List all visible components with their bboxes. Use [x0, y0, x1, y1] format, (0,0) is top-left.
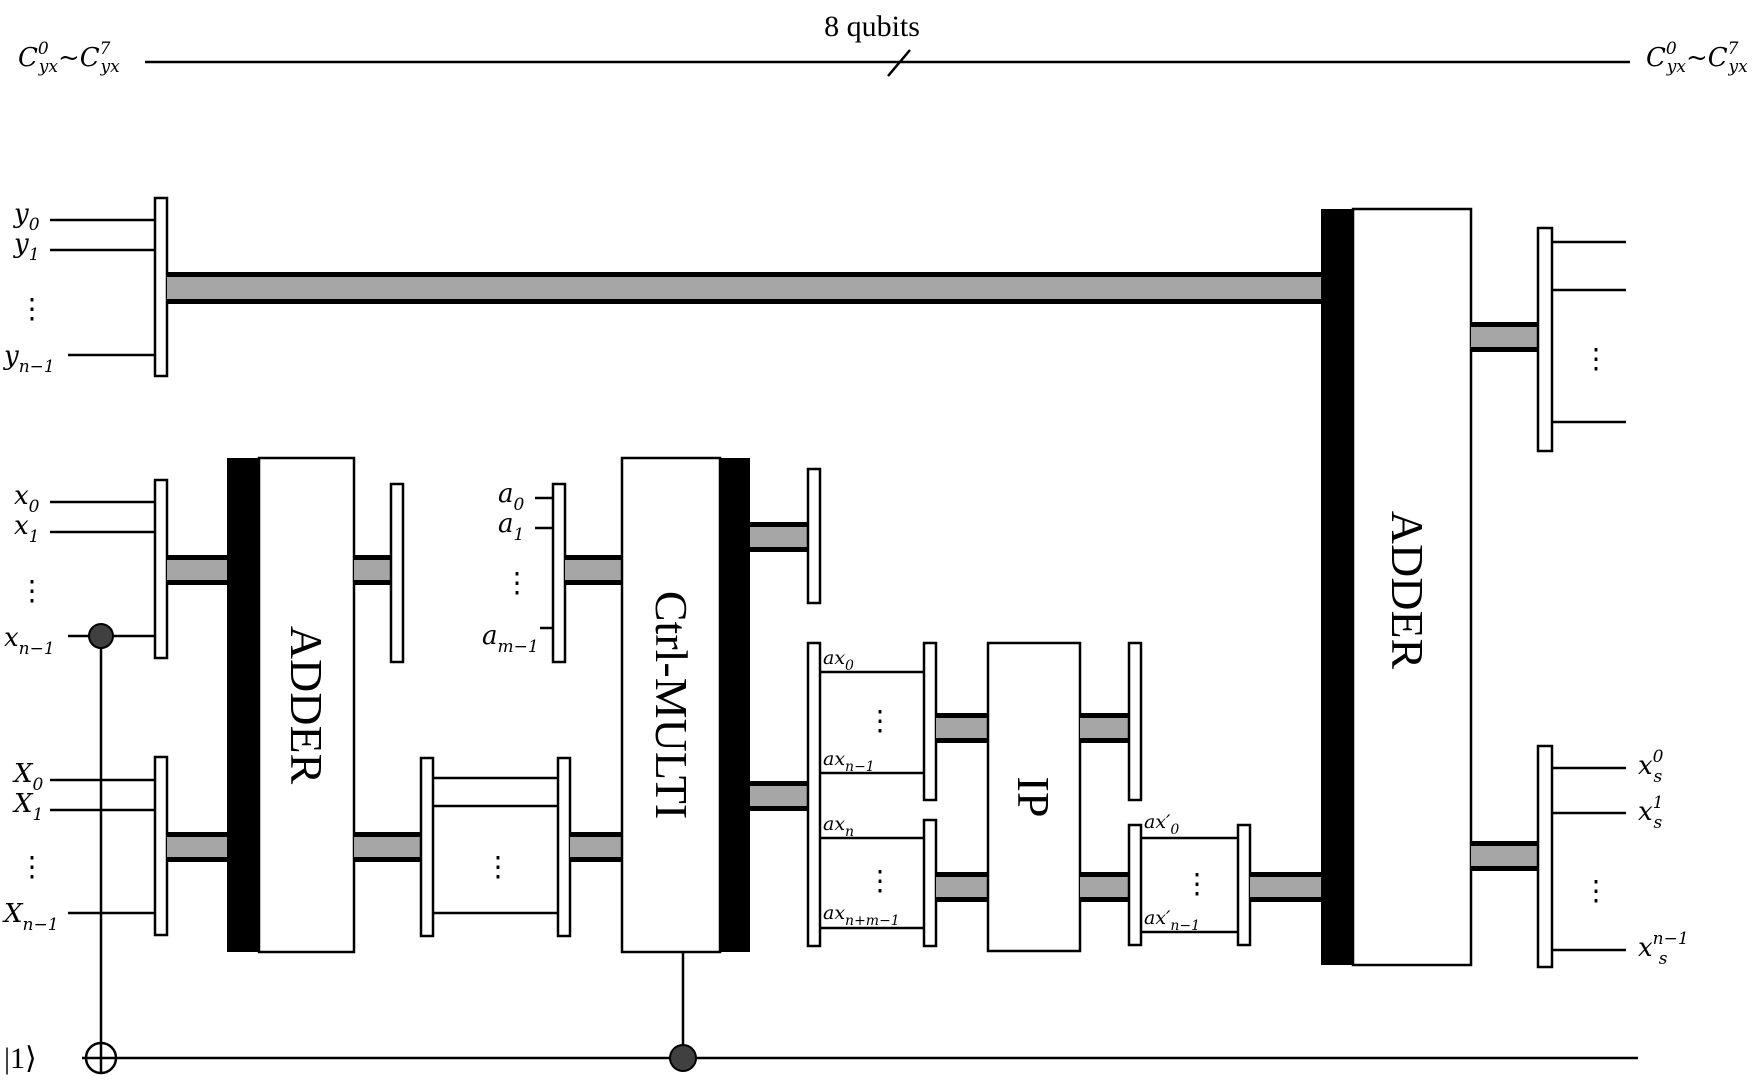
cnot-control-dot — [88, 623, 114, 649]
adder-left-label: ADDER — [281, 626, 332, 785]
a-register: ⋮ — [503, 482, 622, 664]
y-ellipsis: ⋮ — [18, 292, 46, 325]
multi-control-dot — [669, 1044, 697, 1072]
ip-out-bottom: ⋮ — [1080, 823, 1321, 947]
ip-out-top — [1080, 641, 1143, 802]
axn1-label: axn−1 — [823, 748, 875, 775]
a-bundle-bar — [551, 482, 567, 664]
out-top-ellipsis: ⋮ — [1582, 342, 1610, 375]
adder-right-gate: ADDER — [1321, 207, 1473, 967]
X-bundle-bar — [153, 755, 169, 937]
cnot-gate — [84, 623, 118, 1075]
X-to-adder-bus — [167, 832, 227, 862]
adder-left-out-bottom: ⋮ — [354, 756, 622, 938]
mid-ellipsis: ⋮ — [484, 850, 512, 883]
y-register: ⋮ — [18, 196, 169, 378]
Xn1-label: Xn−1 — [2, 899, 59, 935]
X-ellipsis: ⋮ — [18, 850, 46, 883]
y-bus — [167, 272, 1321, 304]
ip-gate: IP — [986, 641, 1082, 953]
x0-label: x0 — [14, 481, 40, 517]
a1-label: a1 — [498, 509, 524, 545]
y0-label: y0 — [13, 199, 40, 235]
X0-label: X0 — [12, 759, 44, 795]
xn1-label: xn−1 — [4, 623, 55, 659]
multi-out-bottom — [750, 641, 822, 948]
ax-top-ellipsis: ⋮ — [866, 704, 894, 737]
adder-right-label: ADDER — [1382, 511, 1433, 670]
ctrl-multi-label: Ctrl-MULTI — [646, 591, 697, 819]
ax-bottom-group: ⋮ — [820, 818, 988, 948]
ancilla-label: |1⟩ — [4, 1042, 37, 1075]
ax-bottom-ellipsis: ⋮ — [866, 864, 894, 897]
y-bundle-bar — [153, 196, 169, 378]
axpn1-label: ax′n−1 — [1144, 907, 1200, 934]
axp0-label: ax′0 — [1144, 811, 1179, 838]
yn1-label: yn−1 — [3, 341, 55, 377]
adder-right-out-top: ⋮ — [1471, 226, 1626, 453]
ancilla-wire: |1⟩ — [4, 1042, 1638, 1075]
x-bundle-bar — [153, 478, 169, 660]
adder-right-out-bottom: ⋮ — [1471, 744, 1626, 969]
ip-label: IP — [1008, 777, 1059, 818]
x-to-adder-bus — [167, 555, 227, 585]
multi-out-top — [750, 467, 822, 605]
ax0-label: ax0 — [823, 647, 854, 674]
y1-label: y1 — [13, 229, 40, 265]
out-bottom-ellipsis: ⋮ — [1582, 874, 1610, 907]
ax-top-group: ⋮ — [820, 641, 988, 802]
axn-label: axn — [823, 813, 854, 840]
ax-prime-ellipsis: ⋮ — [1183, 867, 1211, 900]
bus-width-label: 8 qubits — [824, 10, 920, 43]
am1-label: am−1 — [482, 621, 539, 657]
x-register: ⋮ — [18, 478, 169, 660]
a-ellipsis: ⋮ — [503, 566, 531, 599]
multi-control — [669, 952, 697, 1072]
adder-left-gate: ADDER — [227, 456, 356, 954]
x1-label: x1 — [14, 511, 40, 547]
adder-left-out-top — [354, 482, 405, 664]
axnm1-label: axn+m−1 — [823, 902, 900, 929]
top-bus-wire: 8 qubits — [145, 10, 1630, 77]
ctrl-multi-gate: Ctrl-MULTI — [620, 456, 750, 954]
a0-label: a0 — [498, 479, 525, 515]
X1-label: X1 — [12, 789, 43, 825]
x-ellipsis: ⋮ — [18, 574, 46, 607]
